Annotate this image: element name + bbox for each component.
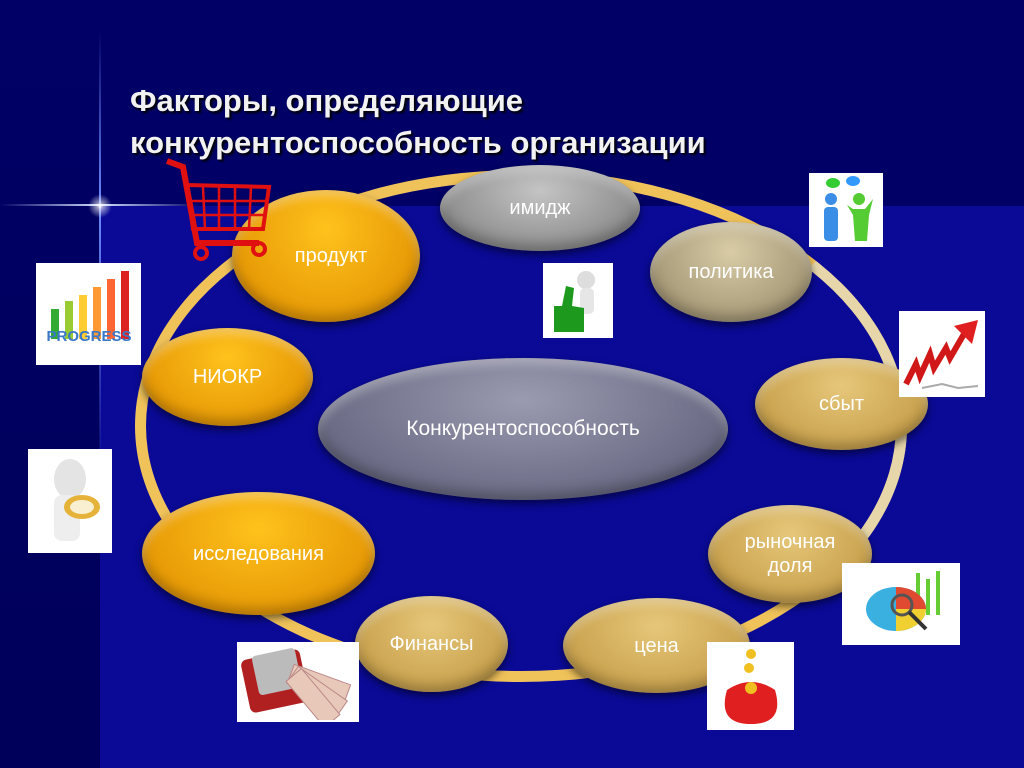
people-talking-icon <box>824 176 873 241</box>
node-rnd: НИОКР <box>142 328 313 426</box>
center-label: Конкурентоспособность <box>406 417 640 440</box>
thumbs-up-picture <box>543 263 613 338</box>
wallet-money-picture <box>237 642 359 722</box>
center-node: Конкурентоспособность <box>318 358 728 500</box>
progress-arrows-icon: PROGRESS <box>46 270 131 345</box>
shopping-cart-icon <box>165 158 272 261</box>
node-label: Финансы <box>389 633 474 655</box>
magnifier-man-picture <box>28 449 112 553</box>
node-label: исследования <box>193 542 324 565</box>
pie-chart-picture <box>842 563 960 645</box>
node-label: политика <box>688 261 774 283</box>
background-left-band <box>0 0 100 768</box>
node-label: сбыт <box>819 393 864 415</box>
node-product: продукт <box>232 190 420 322</box>
progress-text: PROGRESS <box>46 328 131 345</box>
slide-title: Факторы, определяющие конкурентоспособно… <box>130 80 706 164</box>
growth-chart-picture <box>899 311 985 397</box>
pie-chart-magnifier-icon <box>866 571 940 631</box>
node-label: имидж <box>509 197 571 219</box>
decor-vertical-line <box>99 30 101 470</box>
node-label: рыночная доля <box>744 531 836 577</box>
sparkle-icon <box>86 192 114 220</box>
node-policy: политика <box>650 222 812 322</box>
rising-arrow-icon <box>903 320 979 390</box>
purse-coins-picture <box>707 642 794 730</box>
node-research: исследования <box>142 492 375 615</box>
magnifying-glass-man-icon <box>54 459 100 541</box>
people-talking-picture <box>809 173 883 247</box>
thumbs-up-icon <box>554 270 595 332</box>
purse-coins-icon <box>724 649 777 724</box>
title-line-2: конкурентоспособность организации <box>130 125 706 160</box>
wallet-banknotes-icon <box>241 648 352 720</box>
node-label: цена <box>634 634 679 657</box>
node-label: НИОКР <box>192 366 263 388</box>
progress-picture: PROGRESS <box>36 263 141 365</box>
title-line-1: Факторы, определяющие <box>130 83 524 118</box>
node-label: продукт <box>294 245 368 267</box>
node-finance: Финансы <box>355 596 508 692</box>
node-image: имидж <box>440 165 640 251</box>
